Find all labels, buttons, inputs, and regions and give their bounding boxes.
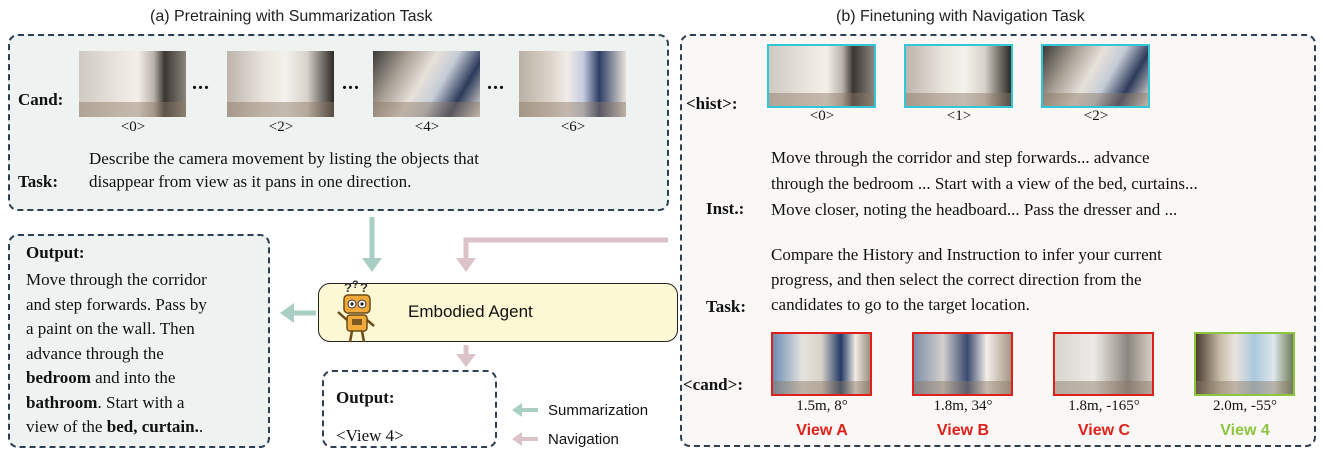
- summary-keyword: bed, curtain.: [106, 417, 199, 436]
- instruction-text-line: Move through the corridor and step forwa…: [771, 148, 1150, 167]
- candidate-index: <2>: [268, 119, 294, 135]
- robot-icon: ? ? ?: [337, 279, 375, 343]
- instruction-text-line: Move closer, noting the headboard... Pas…: [771, 200, 1178, 219]
- svg-text:?: ?: [344, 280, 352, 295]
- svg-text:?: ?: [352, 279, 359, 291]
- svg-text:?: ?: [360, 280, 368, 295]
- history-index: <1>: [946, 108, 972, 124]
- cand-label: Cand:: [18, 90, 64, 109]
- task-text-line: Describe the camera movement by listing …: [89, 149, 479, 168]
- view-b-label: View B: [936, 422, 990, 439]
- summary-text: . Start with a: [97, 392, 185, 412]
- navigation-arrowhead: [456, 258, 476, 272]
- instruction-text-line: through the bedroom ... Start with a vie…: [771, 174, 1198, 193]
- candidate-image-4: [373, 51, 480, 117]
- summary-text: .: [198, 417, 204, 436]
- embodied-agent-box: [318, 283, 678, 342]
- navigation-arrow: [463, 237, 668, 262]
- navigation-output-box: [322, 370, 497, 448]
- candidate-image-0: [79, 51, 186, 117]
- view-distance-angle: 1.8m, 34°: [933, 398, 993, 414]
- legend-navigation: Navigation: [548, 431, 619, 448]
- navigation-output-value: <View 4>: [336, 426, 404, 445]
- output-label: Output:: [336, 388, 395, 407]
- history-index: <2>: [1083, 108, 1109, 124]
- summary-text: advance through the: [26, 343, 164, 363]
- summary-output-line: Move through the corridor: [26, 268, 207, 293]
- embodied-agent-label: Embodied Agent: [408, 302, 533, 321]
- legend-summarization: Summarization: [548, 402, 649, 419]
- summary-output-line: view of the bed, curtain..: [26, 415, 207, 440]
- legend-summarization-arrowhead: [512, 403, 522, 417]
- history-image-0: [767, 44, 876, 108]
- nav-task-text-line: Compare the History and Instruction to i…: [771, 245, 1162, 264]
- navigation-arrowhead: [456, 354, 476, 367]
- summary-text: view of the: [26, 417, 107, 436]
- view-a-label: View A: [796, 422, 848, 439]
- candidate-view-4-image[interactable]: [1194, 332, 1295, 396]
- view-c-label: View C: [1077, 422, 1131, 439]
- task-text-line: disappear from view as it pans in one di…: [89, 172, 412, 191]
- summary-text: and into the: [90, 368, 176, 387]
- ellipsis: ...: [487, 72, 505, 94]
- summarization-arrowhead: [362, 258, 382, 272]
- candidate-view-b-image[interactable]: [912, 332, 1013, 396]
- history-index: <0>: [809, 108, 835, 124]
- summary-keyword: bathroom: [26, 392, 98, 412]
- candidate-view-a-image[interactable]: [771, 332, 872, 396]
- candidate-image-6: [519, 51, 626, 117]
- summarization-arrowhead: [280, 303, 294, 323]
- task-label: Task:: [18, 172, 59, 191]
- hist-label: <hist>:: [686, 94, 738, 113]
- summary-output-line: a paint on the wall. Then: [26, 317, 207, 342]
- nav-task-label: Task:: [706, 297, 747, 316]
- view-distance-angle: 1.8m, -165°: [1068, 398, 1140, 414]
- ellipsis: ...: [192, 72, 210, 94]
- summary-output-text: Move through the corridor and step forwar…: [26, 268, 207, 440]
- summary-keyword: bedroom: [26, 368, 91, 387]
- history-image-2: [1041, 44, 1150, 108]
- summary-text: a paint on the wall. Then: [26, 319, 195, 338]
- view-4-label: View 4: [1220, 422, 1270, 439]
- panel-b-title: (b) Finetuning with Navigation Task: [836, 8, 1085, 25]
- summary-output-box: [8, 234, 270, 448]
- summary-output-line: and step forwards. Pass by: [26, 293, 207, 318]
- view-distance-angle: 1.5m, 8°: [796, 398, 848, 414]
- panel-a-title: (a) Pretraining with Summarization Task: [150, 8, 433, 25]
- output-label: Output:: [26, 243, 85, 262]
- summary-text: and step forwards. Pass by: [26, 294, 207, 314]
- nav-task-text-line: progress, and then select the correct di…: [771, 270, 1142, 289]
- candidate-index: <6>: [560, 119, 586, 135]
- candidate-image-2: [227, 51, 334, 117]
- candidate-index: <4>: [414, 119, 440, 135]
- inst-label: Inst.:: [706, 199, 745, 218]
- summary-output-line: bathroom. Start with a: [26, 391, 207, 416]
- legend-navigation-arrowhead: [512, 432, 522, 446]
- ellipsis: ...: [342, 72, 360, 94]
- summary-text: Move through the corridor: [26, 270, 207, 289]
- candidate-view-c-image[interactable]: [1053, 332, 1154, 396]
- cand-label: <cand>:: [683, 375, 743, 394]
- summary-output-line: advance through the: [26, 342, 207, 367]
- history-image-1: [904, 44, 1013, 108]
- summary-output-line: bedroom and into the: [26, 366, 207, 391]
- nav-task-text-line: candidates to go to the target location.: [771, 295, 1030, 314]
- candidate-index: <0>: [120, 119, 146, 135]
- view-distance-angle: 2.0m, -55°: [1213, 398, 1277, 414]
